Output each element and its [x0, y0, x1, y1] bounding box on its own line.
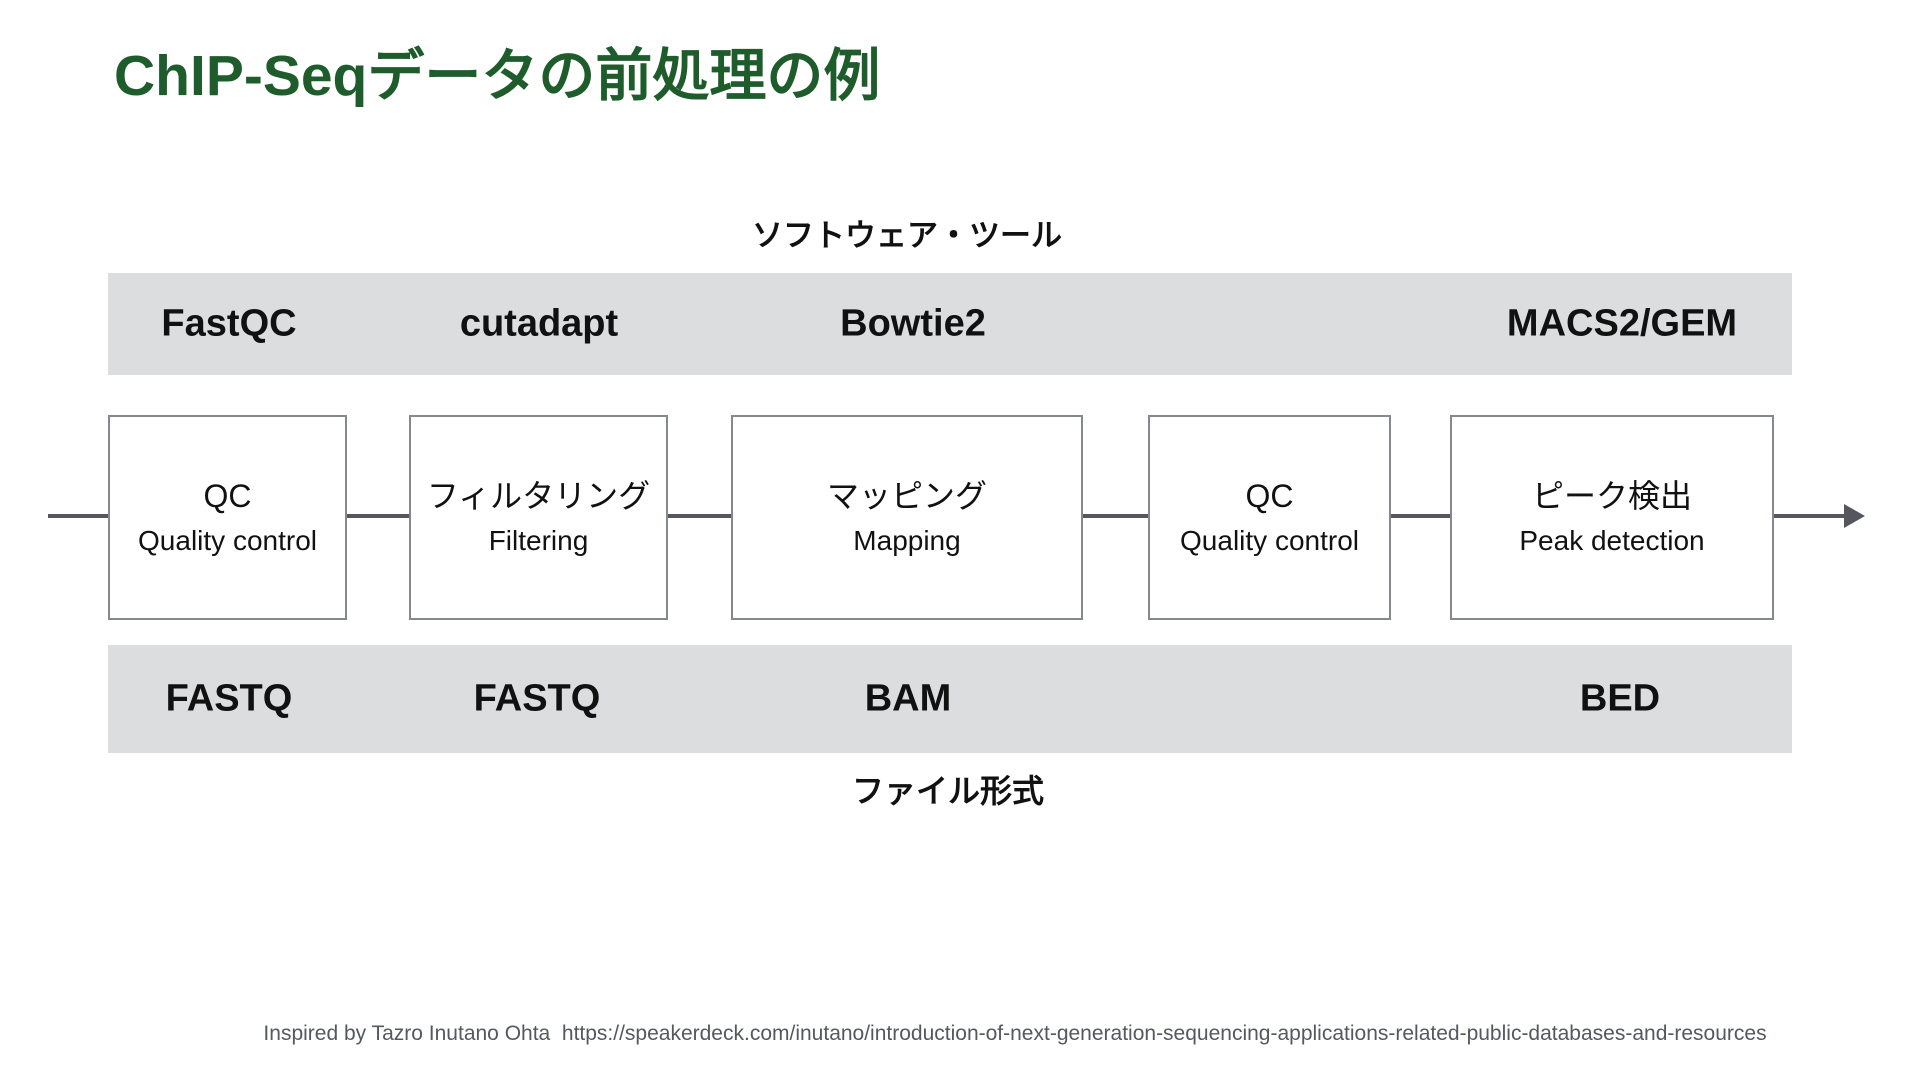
step-label-ja: QC: [1245, 477, 1294, 514]
format-label-bed: BED: [1579, 677, 1661, 720]
file-formats-bar: FASTQ FASTQ BAM BED: [108, 645, 1792, 753]
step-label-ja: QC: [203, 477, 252, 514]
pipeline-arrow-icon: [1844, 504, 1865, 528]
tool-label-cutadapt: cutadapt: [459, 302, 619, 345]
step-label-ja: マッピング: [826, 477, 987, 514]
step-label-ja: フィルタリング: [426, 477, 651, 514]
step-label-en: Quality control: [138, 524, 317, 556]
software-tools-label: ソフトウェア・ツール: [752, 218, 1062, 253]
tool-label-bowtie2: Bowtie2: [840, 302, 986, 345]
step-label-en: Mapping: [853, 524, 961, 556]
step-box-qc-1: QC Quality control: [108, 415, 347, 620]
step-box-qc-2: QC Quality control: [1148, 415, 1391, 620]
format-label-bam: BAM: [864, 677, 952, 720]
attribution-text: Inspired by Tazro Inutano Ohta https://s…: [263, 1022, 1767, 1045]
step-label-en: Filtering: [488, 524, 589, 556]
step-box-filtering: フィルタリング Filtering: [409, 415, 668, 620]
file-format-label: ファイル形式: [851, 773, 1045, 809]
step-label-ja: ピーク検出: [1531, 477, 1692, 514]
software-tools-bar: FastQC cutadapt Bowtie2 MACS2/GEM: [108, 273, 1792, 375]
format-label-fastq-1: FASTQ: [165, 677, 293, 720]
tool-label-macs2-gem: MACS2/GEM: [1506, 302, 1738, 345]
slide-title: ChIP-Seqデータの前処理の例: [114, 44, 881, 108]
step-box-mapping: マッピング Mapping: [731, 415, 1083, 620]
tool-label-fastqc: FastQC: [161, 302, 297, 345]
step-box-peak-detection: ピーク検出 Peak detection: [1450, 415, 1774, 620]
step-label-en: Peak detection: [1519, 524, 1705, 556]
step-label-en: Quality control: [1180, 524, 1359, 556]
format-label-fastq-2: FASTQ: [473, 677, 601, 720]
